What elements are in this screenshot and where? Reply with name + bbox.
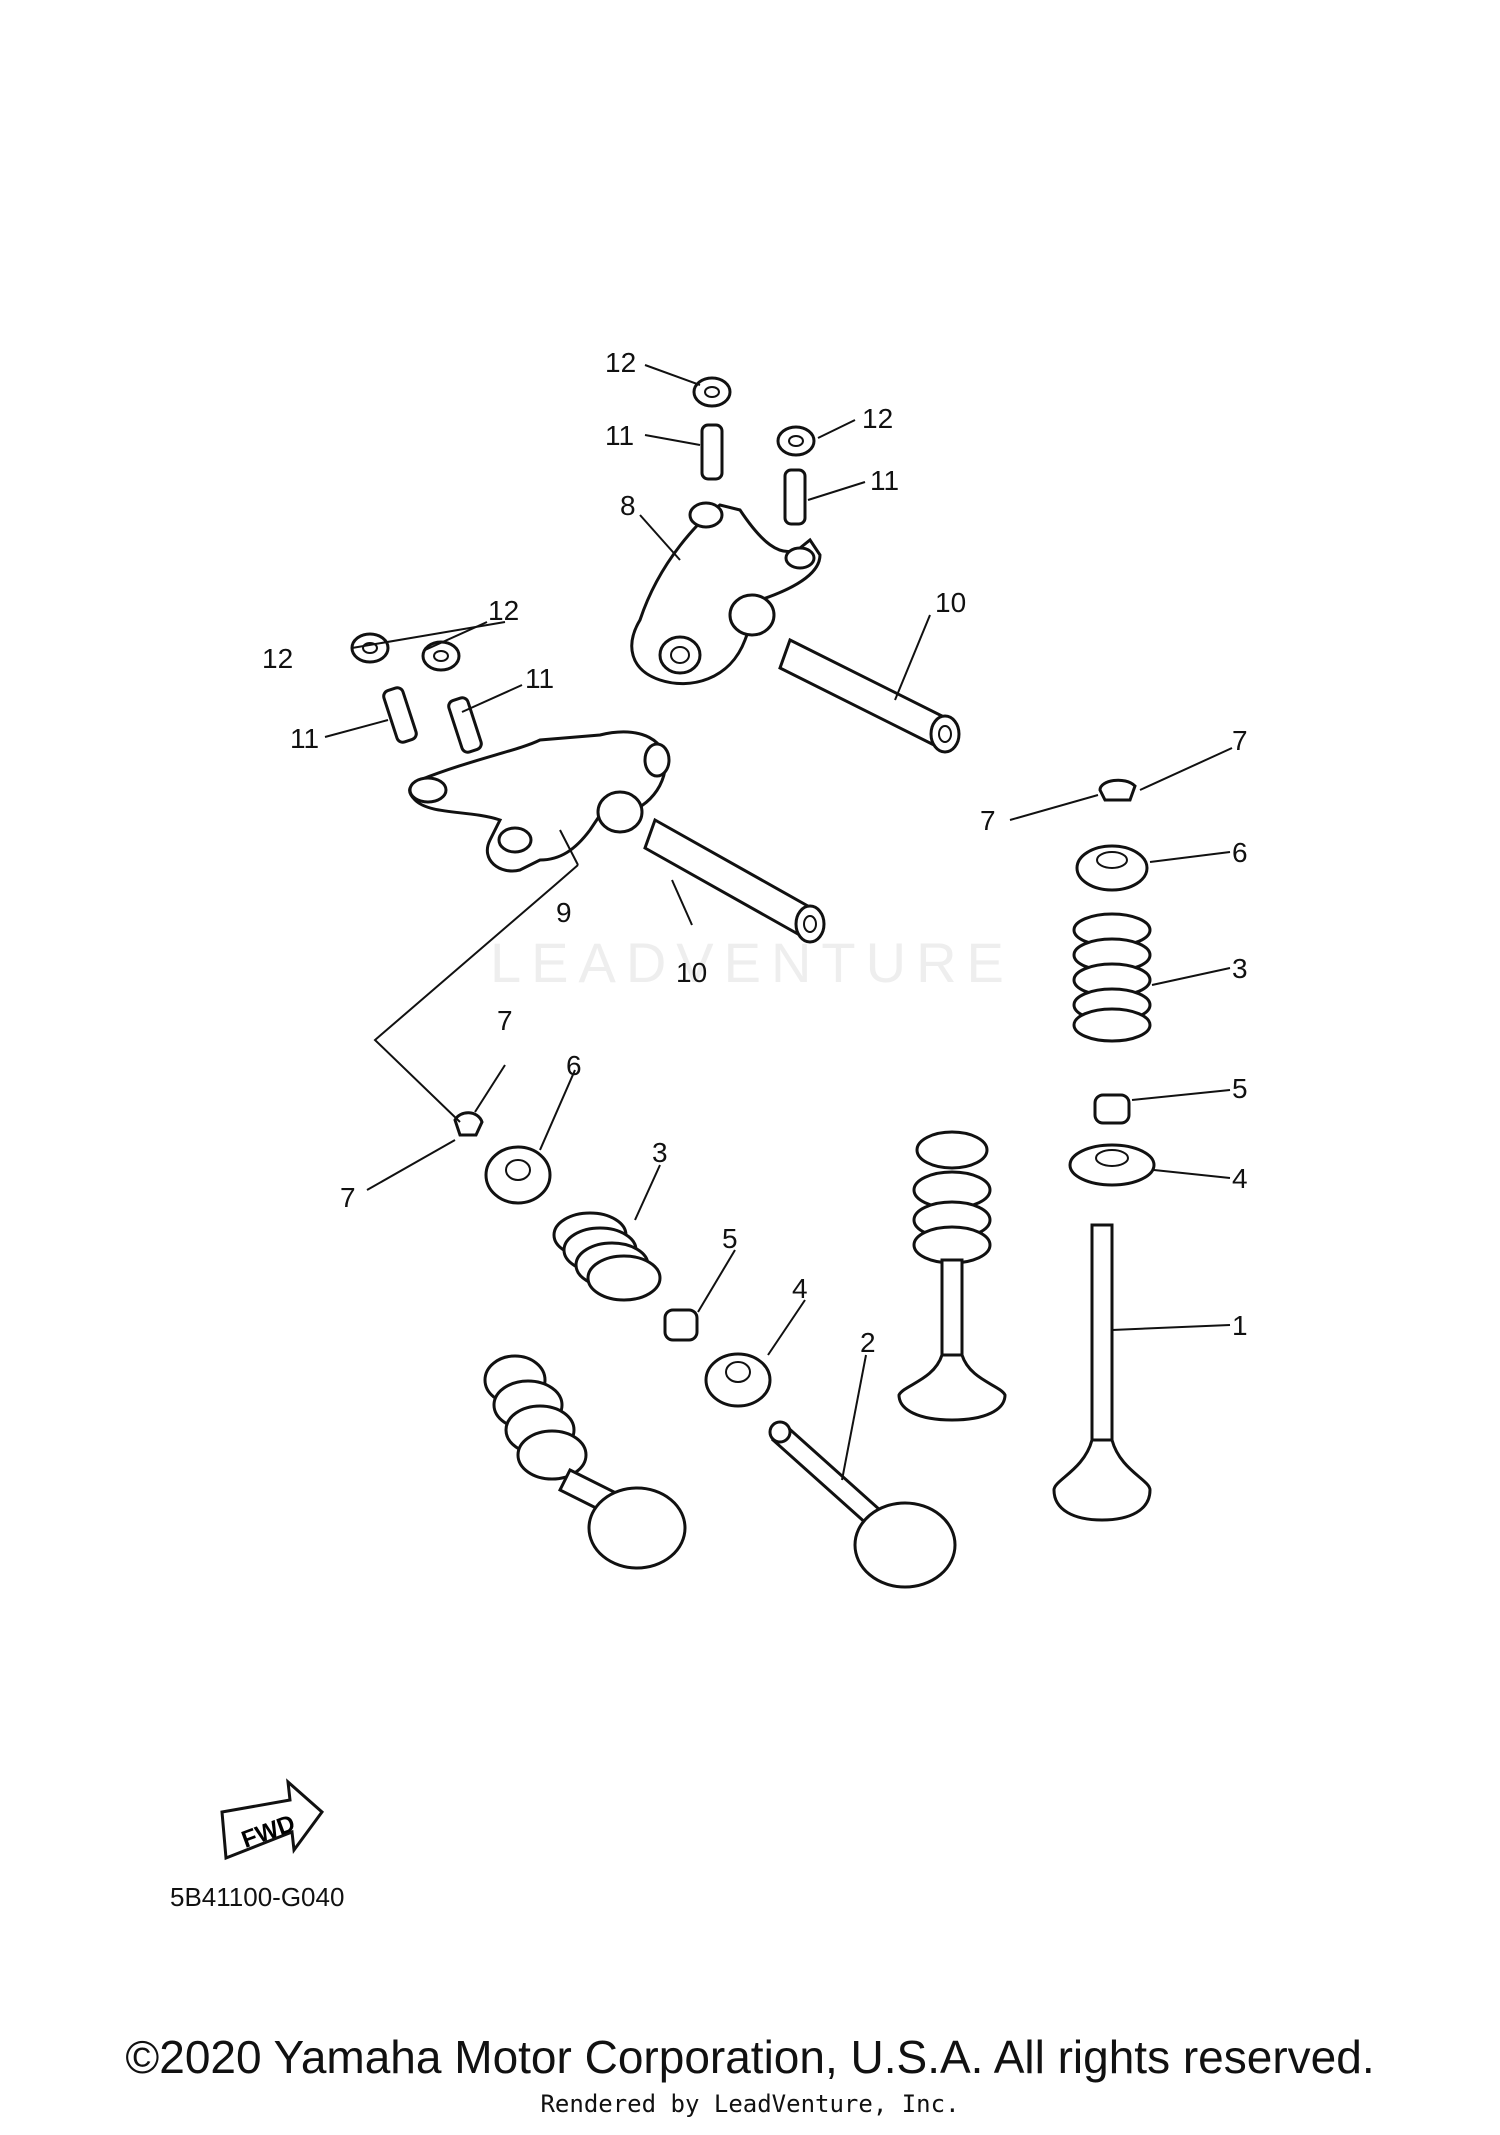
valve-spring-left[interactable] [552,1211,662,1302]
callout-12: 12 [605,347,636,378]
callout-3: 3 [652,1137,668,1168]
adjusting-screw-3[interactable] [382,686,418,744]
watermark: LEADVENTURE [490,931,1014,994]
callout-12: 12 [862,403,893,434]
assembled-valve-left[interactable] [483,1354,687,1570]
callout-11: 11 [870,465,899,496]
nut-2[interactable] [776,425,816,457]
adjusting-screw-2[interactable] [783,468,807,526]
valve-cotter-left[interactable] [453,1111,484,1137]
callout-6: 6 [566,1050,582,1081]
adjusting-screw-4[interactable] [447,696,483,754]
callout-6: 6 [1232,837,1248,868]
diagram-code: 5B41100-G040 [170,1882,345,1912]
valve-stem-seal-right[interactable] [1093,1093,1131,1125]
callout-7: 7 [1232,725,1248,756]
adjusting-screw-1[interactable] [700,423,724,481]
callout-11: 11 [525,663,554,694]
rocker-arm-lower[interactable] [408,730,671,873]
callout-4: 4 [1232,1163,1248,1194]
callout-5: 5 [722,1223,738,1254]
callout-7: 7 [340,1182,356,1213]
copyright-text: ©2020 Yamaha Motor Corporation, U.S.A. A… [125,2031,1375,2083]
valve-cotter-right[interactable] [1098,778,1137,802]
callout-2: 2 [860,1327,876,1358]
callout-10: 10 [935,587,966,618]
exhaust-valve[interactable] [1052,1223,1152,1522]
callout-5: 5 [1232,1073,1248,1104]
spring-seat-left[interactable] [704,1352,772,1408]
callout-12: 12 [262,643,293,674]
nut-4[interactable] [421,640,461,672]
assembled-valve-center[interactable] [897,1130,1007,1422]
spring-retainer-right[interactable] [1075,844,1149,892]
callout-9: 9 [556,897,572,928]
valve-spring-right[interactable] [1072,912,1152,1043]
fwd-arrow-icon: FWD [220,1778,325,1861]
intake-valve[interactable] [768,1420,957,1589]
callout-12: 12 [488,595,519,626]
callout-11: 11 [605,420,634,451]
rendered-by-text: Rendered by LeadVenture, Inc. [540,2090,960,2118]
valve-stem-seal-left[interactable] [663,1308,699,1342]
callout-8: 8 [620,490,636,521]
callout-11: 11 [290,723,319,754]
rocker-shaft-upper[interactable] [778,637,961,754]
spring-retainer-left[interactable] [484,1145,552,1205]
callout-1: 1 [1232,1310,1248,1341]
callout-7: 7 [497,1005,513,1036]
leader-lines [324,364,1233,1481]
spring-seat-right[interactable] [1068,1143,1156,1187]
callout-4: 4 [792,1273,808,1304]
callout-7: 7 [980,805,996,836]
callout-labels: 12 11 12 11 8 10 12 12 11 11 7 7 6 9 10 … [262,347,1248,1358]
callout-10: 10 [676,957,707,988]
nut-1[interactable] [692,376,732,408]
rocker-arm-upper[interactable] [630,501,822,686]
rocker-shaft-lower[interactable] [643,817,826,944]
callout-3: 3 [1232,953,1248,984]
